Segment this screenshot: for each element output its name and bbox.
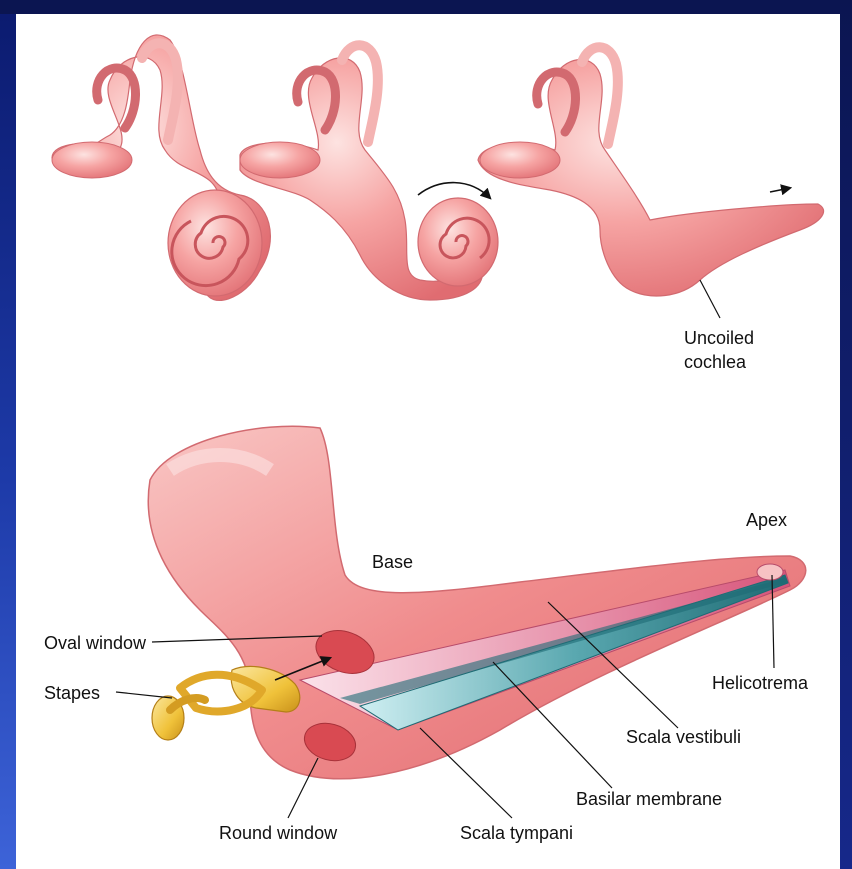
label-stapes: Stapes [44,682,100,704]
label-oval-window: Oval window [44,632,146,654]
labyrinth-coiled-1 [52,35,270,300]
label-basilar-membrane: Basilar membrane [576,788,722,810]
labyrinth-uncoiling-2 [240,45,498,300]
label-cochlea: cochlea [684,351,746,373]
label-scala-tympani: Scala tympani [460,822,573,844]
label-uncoiled: Uncoiled [684,327,754,349]
label-scala-vestibuli: Scala vestibuli [626,726,741,748]
label-apex: Apex [746,509,787,531]
label-round-window: Round window [219,822,337,844]
labyrinth-uncoiled-3 [478,47,824,318]
label-base: Base [372,551,413,573]
label-helicotrema: Helicotrema [712,672,808,694]
leader-stapes [116,692,172,698]
